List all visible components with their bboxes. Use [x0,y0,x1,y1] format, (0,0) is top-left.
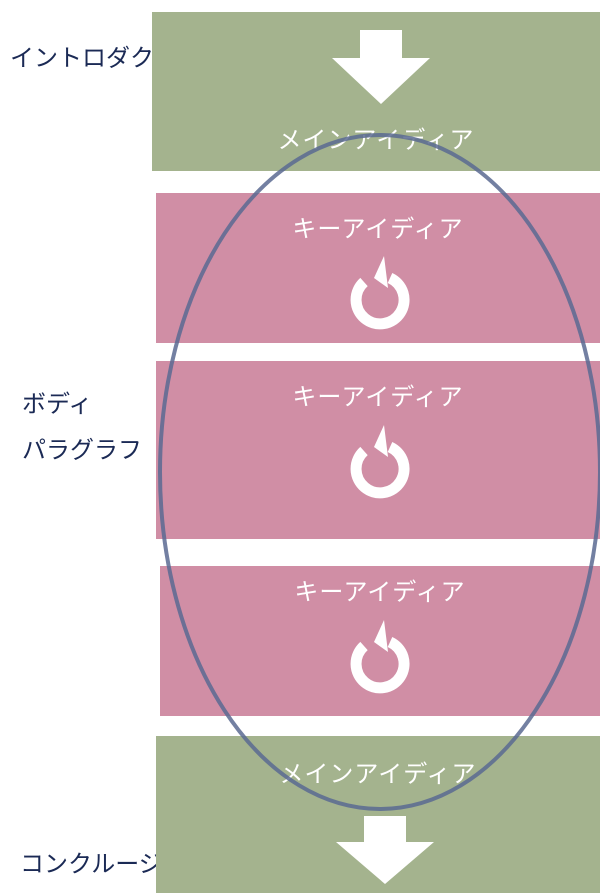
key-idea-band-2: キーアイディア [156,361,600,539]
body-label-line2: パラグラフ [22,436,142,464]
key-idea-label-3: キーアイディア [294,578,466,606]
cycle-arrow-icon [350,256,410,330]
down-arrow-icon [336,816,434,884]
body-label-line1: ボディ [22,390,93,418]
conclusion-band: メインアイディア [156,736,600,893]
down-arrow-icon [332,30,430,104]
cycle-arrow-icon [350,620,410,694]
key-idea-band-3: キーアイディア [160,566,600,716]
introduction-band: メインアイディア [152,12,600,171]
cycle-arrow-icon [350,425,410,499]
key-idea-label-1: キーアイディア [292,215,464,243]
key-idea-label-2: キーアイディア [292,383,464,411]
conclusion-main-idea-label: メインアイディア [279,760,477,788]
